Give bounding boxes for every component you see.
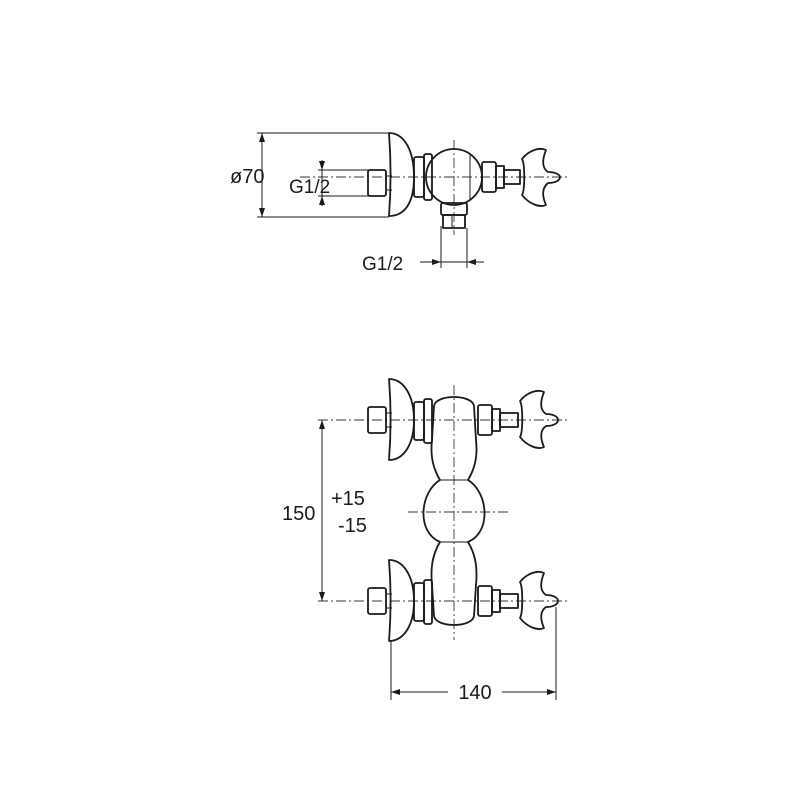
top-cross-handle [521,147,561,207]
mixer-body [422,396,486,626]
lower-spindle [499,593,519,609]
top-spindle [503,169,521,185]
top-inlet-nut [367,169,387,197]
upper-connection [367,378,559,461]
top-view: ø70 G1/2 G1/2 [230,132,570,275]
top-bottom-outlet-nut [442,214,466,229]
spacing-plus-tolerance: +15 [331,488,365,510]
upper-inlet-nut [367,406,387,434]
diameter-label: ø70 [230,166,264,188]
lower-inlet-nut [367,587,387,615]
lower-wall-rosette [388,559,415,642]
upper-coupling-ring-2 [423,398,433,444]
lower-coupling-ring-2 [423,579,433,625]
spacing-nominal-label: 150 [282,503,315,525]
lower-coupling-ring-1 [413,582,425,622]
upper-coupling-ring-1 [413,401,425,441]
lower-cross-handle [519,570,559,630]
width-label: 140 [458,682,491,704]
upper-cross-handle [519,389,559,449]
top-coupling-ring-2 [423,153,433,201]
upper-wall-rosette [388,378,415,461]
outlet-thread-label: G1/2 [362,254,403,275]
front-view: 150 +15 -15 140 [282,378,570,704]
inlet-thread-label: G1/2 [289,177,330,198]
lower-connection [367,559,559,642]
upper-spindle [499,412,519,428]
top-wall-rosette [388,132,415,217]
spacing-minus-tolerance: -15 [338,515,367,537]
